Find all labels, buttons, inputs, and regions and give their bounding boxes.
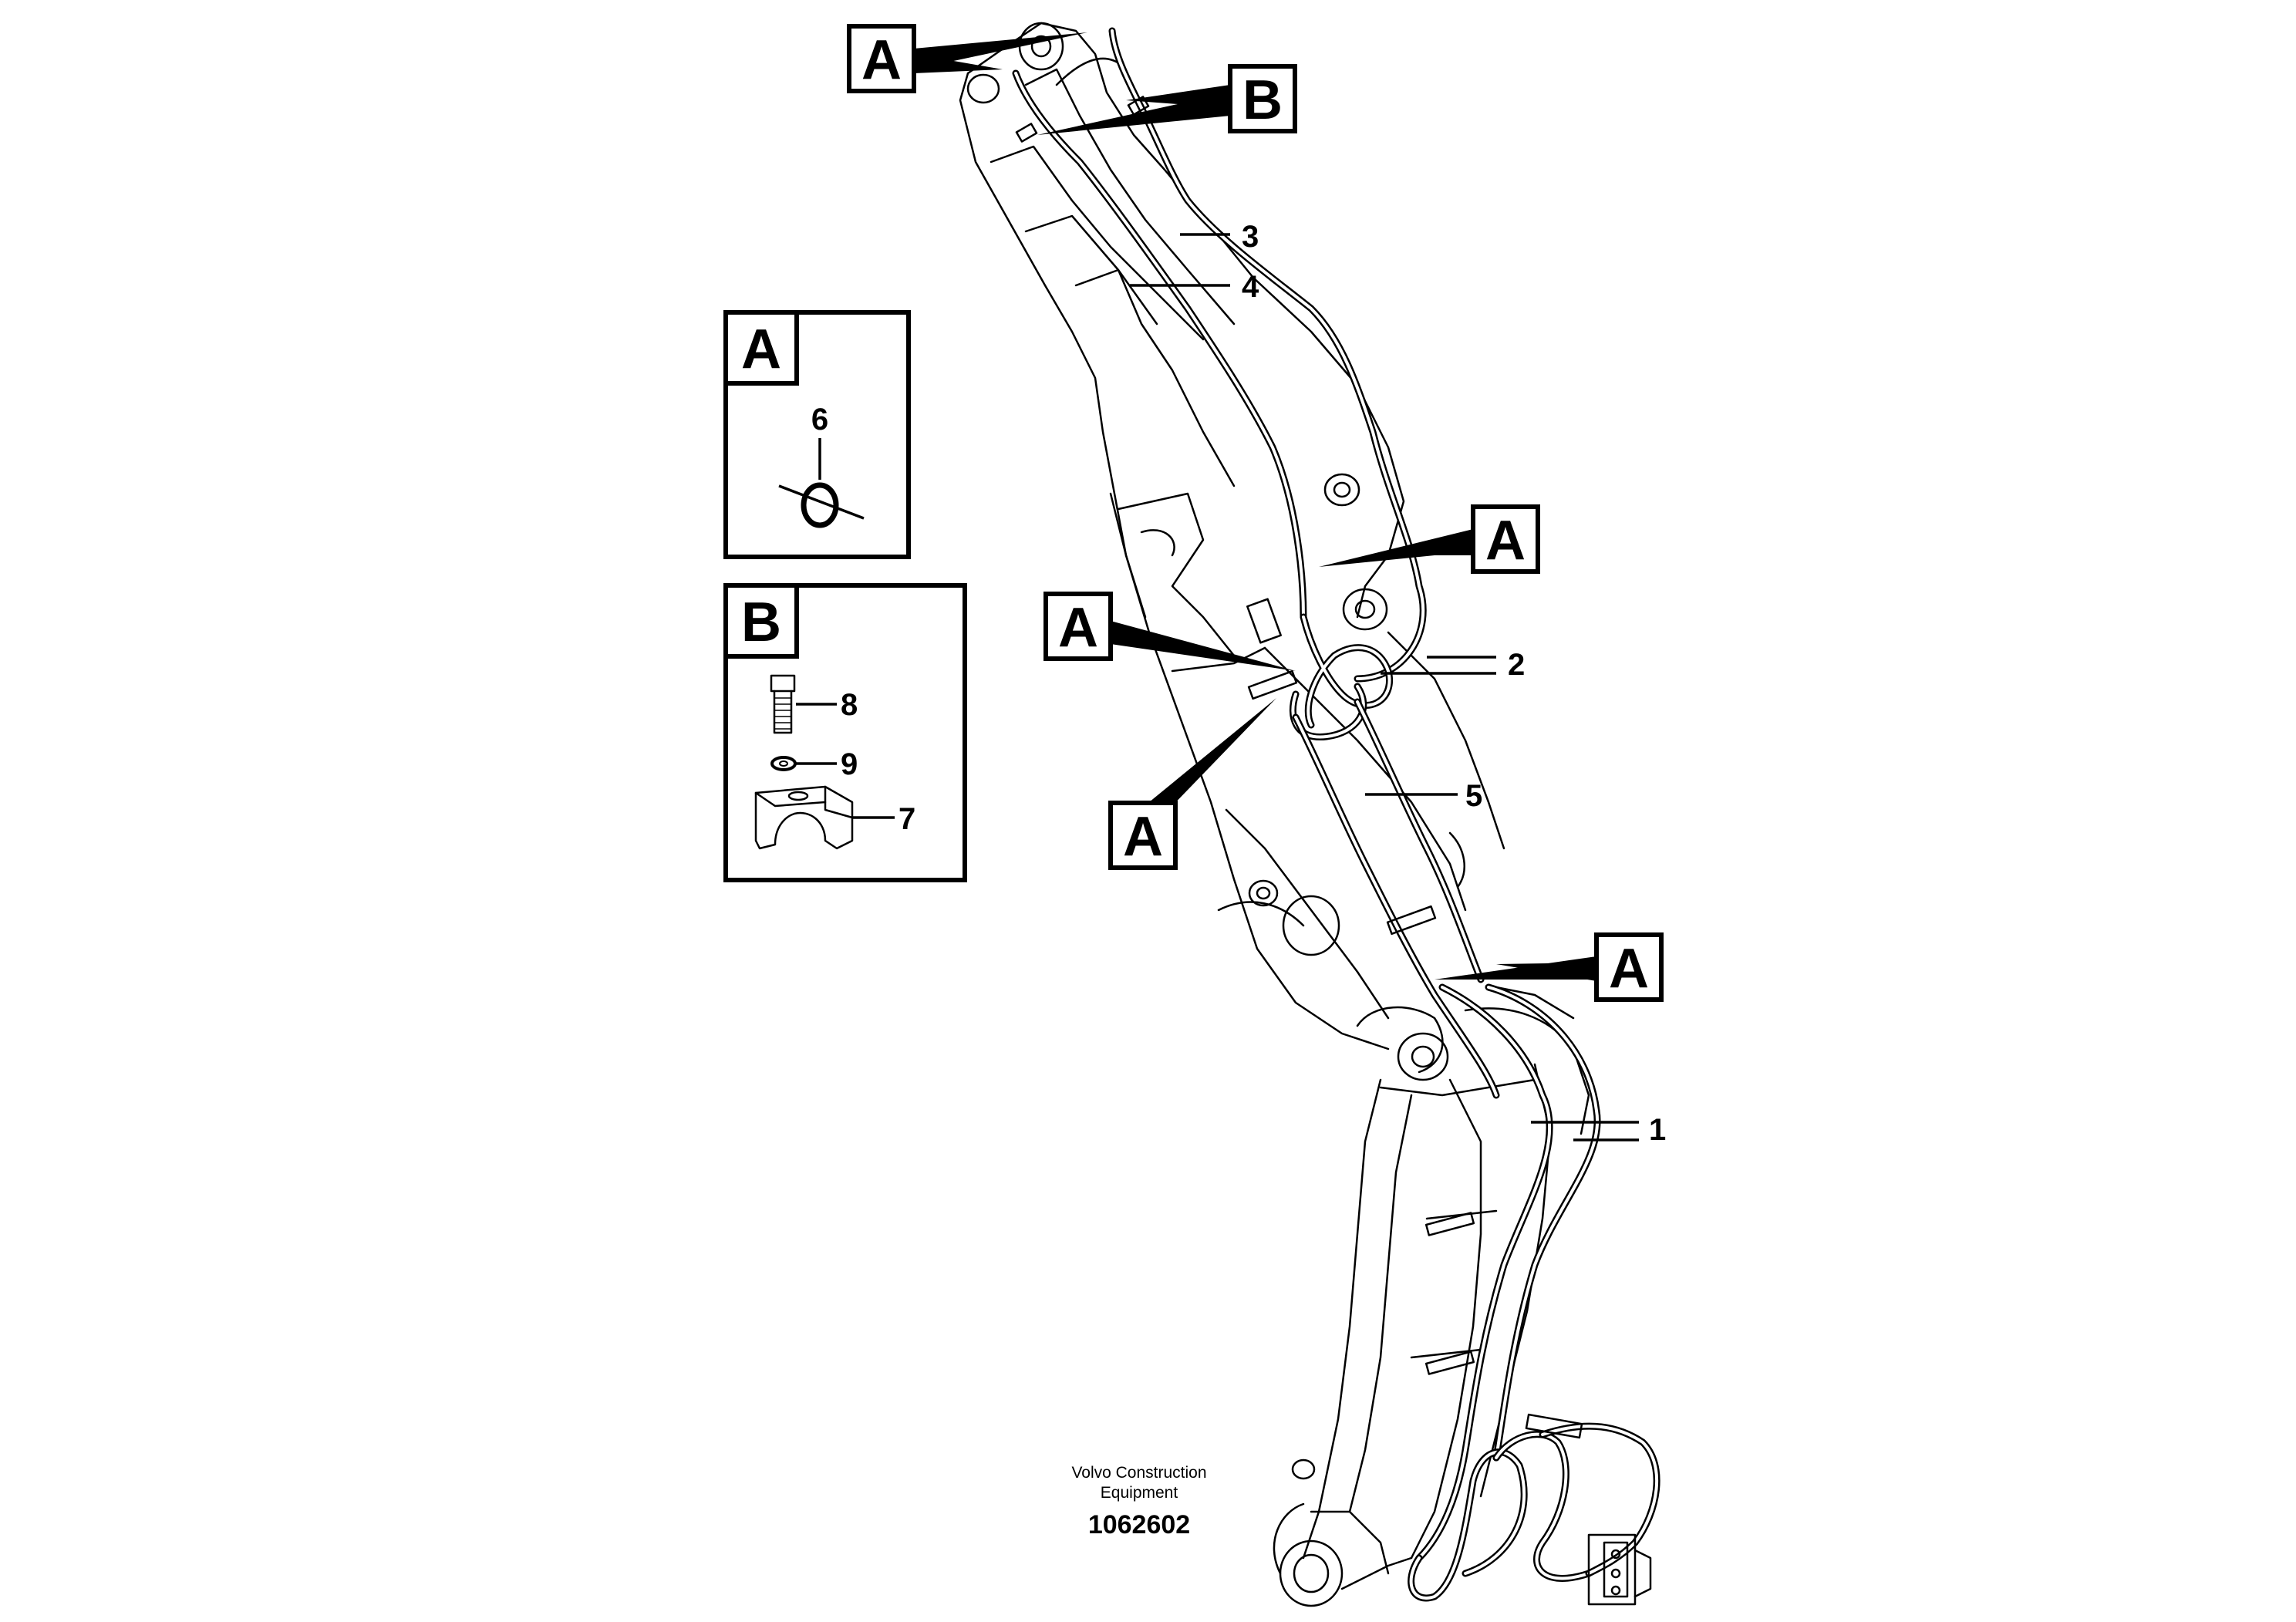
part-number-1: 1: [1649, 1113, 1666, 1147]
callout-a-left-middle[interactable]: A: [1043, 592, 1113, 661]
svg-text:A: A: [1123, 806, 1163, 868]
svg-text:A: A: [1609, 938, 1649, 1000]
hose-4: [1012, 69, 1307, 621]
part-number-2: 2: [1508, 648, 1525, 682]
valve-block: [1587, 1533, 1637, 1606]
svg-text:A: A: [1485, 510, 1526, 572]
detail-b-part-7: 7: [899, 802, 915, 836]
boom-structure: [959, 22, 1590, 1607]
detail-a-panel: A 6: [723, 310, 911, 559]
detail-a-part-6: 6: [811, 403, 828, 437]
detail-b-part-8: 8: [841, 688, 858, 722]
credit-line-2: Equipment: [1101, 1484, 1178, 1502]
detail-b-title: B: [741, 592, 781, 653]
clamp-icon: [754, 785, 854, 850]
detail-b-panel: B 8 9 7: [723, 583, 967, 882]
o-ring-icon: [801, 482, 839, 528]
callout-a-left-lower[interactable]: A: [1108, 801, 1178, 870]
callout-leaders: [914, 32, 1596, 981]
credit-block: Volvo Construction Equipment 1062602: [1071, 1464, 1206, 1539]
hose-2: [1300, 613, 1393, 729]
svg-text:A: A: [861, 29, 902, 91]
callout-a-right-upper[interactable]: A: [1471, 504, 1540, 574]
part-number-leaders: [1130, 233, 1639, 1141]
callout-a-right-lower[interactable]: A: [1594, 932, 1664, 1002]
hose-5: [1292, 713, 1500, 1099]
bolt-icon: [770, 674, 796, 734]
detail-a-title: A: [741, 319, 781, 380]
washer-icon: [770, 756, 797, 771]
detail-b-part-9: 9: [841, 747, 858, 781]
svg-text:B: B: [1242, 69, 1283, 131]
hydraulic-hoses: [1012, 27, 1660, 1606]
callout-b-top[interactable]: B: [1228, 64, 1297, 133]
callout-a-top[interactable]: A: [847, 24, 916, 93]
part-number-4: 4: [1242, 270, 1259, 304]
part-number-5: 5: [1465, 779, 1482, 813]
credit-line-1: Volvo Construction: [1071, 1464, 1206, 1482]
part-number-3: 3: [1242, 220, 1259, 254]
svg-text:A: A: [1058, 597, 1098, 659]
document-number: 1062602: [1088, 1510, 1190, 1539]
